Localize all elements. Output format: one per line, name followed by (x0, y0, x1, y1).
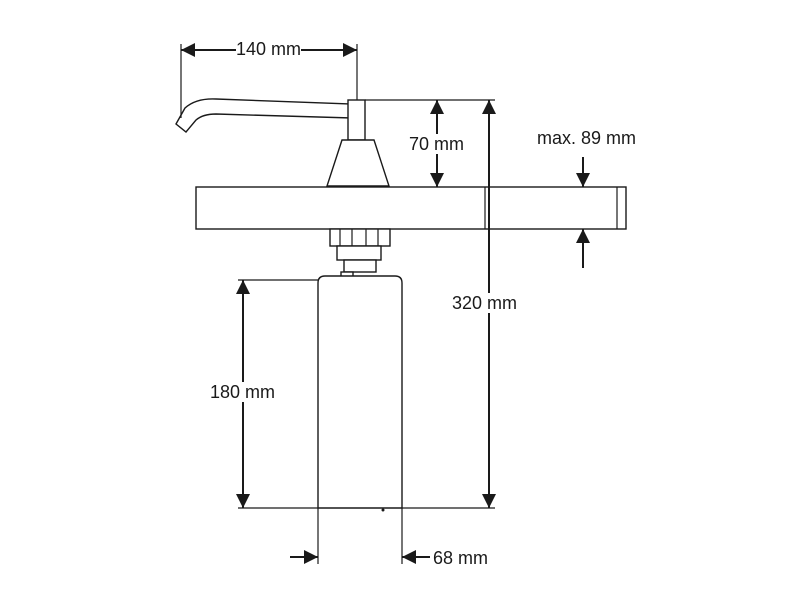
label-counter-thickness: max. 89 mm (537, 128, 637, 148)
label-total-height: 320 mm (452, 293, 518, 313)
label-spout-reach: 140 mm (236, 39, 302, 59)
pump-collar (347, 99, 366, 141)
mounting-nut (329, 228, 391, 281)
soap-bottle (317, 275, 403, 512)
dimension-bottle-diameter (290, 508, 430, 564)
dispenser-spout (175, 98, 353, 133)
label-bottle-height: 180 mm (210, 382, 276, 402)
label-bottle-diameter: 68 mm (433, 548, 489, 568)
pump-base-cone (326, 139, 390, 187)
countertop (195, 186, 627, 230)
label-pump-height: 70 mm (409, 134, 465, 154)
